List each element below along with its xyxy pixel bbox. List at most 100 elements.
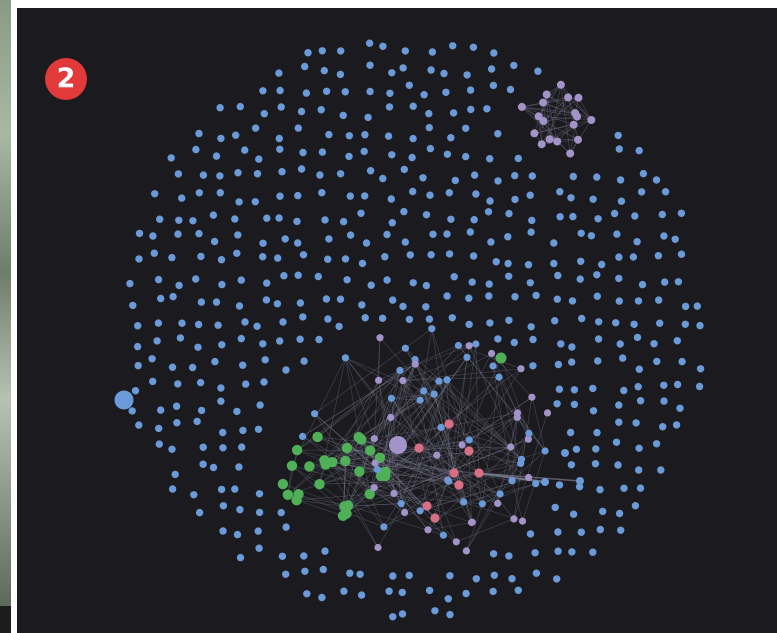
- blue-node: [511, 172, 518, 179]
- purple-node: [570, 121, 578, 129]
- blue-node: [278, 103, 285, 110]
- blue-node: [611, 210, 618, 217]
- blue-node: [672, 236, 679, 243]
- blue-node: [490, 550, 497, 557]
- blue-node: [219, 444, 226, 451]
- blue-node: [323, 295, 330, 302]
- blue-node: [311, 410, 318, 417]
- blue-node: [678, 210, 685, 217]
- blue-node: [175, 217, 182, 224]
- purple-node: [530, 129, 538, 137]
- blue-node: [194, 344, 201, 351]
- blue-node: [276, 135, 283, 142]
- blue-node: [299, 433, 306, 440]
- blue-node: [343, 276, 350, 283]
- purple-node: [424, 526, 431, 533]
- blue-node: [197, 253, 204, 260]
- blue-node: [594, 357, 601, 364]
- blue-node: [337, 71, 344, 78]
- graph-edge: [493, 366, 512, 481]
- blue-node: [568, 548, 575, 555]
- blue-node: [347, 231, 354, 238]
- blue-node: [174, 230, 181, 237]
- blue-node: [157, 295, 164, 302]
- blue-node: [195, 130, 202, 137]
- purple-node: [587, 116, 595, 124]
- network-graph-panel: 2: [17, 8, 777, 633]
- blue-node: [340, 218, 347, 225]
- blue-node: [674, 337, 681, 344]
- purple-node: [510, 515, 517, 522]
- blue-node: [231, 485, 238, 492]
- blue-node: [450, 109, 457, 116]
- blue-node: [238, 443, 245, 450]
- blue-node: [136, 230, 143, 237]
- blue-node: [301, 568, 308, 575]
- blue-node: [263, 279, 270, 286]
- blue-node: [402, 47, 409, 54]
- blue-node: [388, 69, 395, 76]
- blue-node: [259, 253, 266, 260]
- blue-node: [356, 571, 363, 578]
- green-node: [356, 434, 366, 444]
- purple-node: [390, 490, 397, 497]
- blue-node: [489, 362, 496, 369]
- purple-node: [517, 365, 524, 372]
- blue-node: [425, 110, 432, 117]
- blue-node: [213, 152, 220, 159]
- purple-node: [374, 544, 381, 551]
- blue-node: [169, 293, 176, 300]
- blue-node: [337, 47, 344, 54]
- blue-node: [532, 292, 539, 299]
- blue-node: [408, 154, 415, 161]
- blue-node: [466, 436, 473, 443]
- blue-node: [198, 298, 205, 305]
- purple-node: [387, 414, 394, 421]
- blue-node: [337, 170, 344, 177]
- graph-edge: [315, 329, 432, 414]
- blue-node: [399, 610, 406, 617]
- large-purple-node: [389, 436, 407, 454]
- blue-node: [599, 508, 606, 515]
- blue-node: [135, 421, 142, 428]
- green-node: [354, 466, 364, 476]
- blue-node: [300, 552, 307, 559]
- purple-node: [564, 93, 572, 101]
- blue-node: [316, 171, 323, 178]
- blue-node: [238, 276, 245, 283]
- blue-node: [210, 211, 217, 218]
- blue-node: [534, 68, 541, 75]
- blue-node: [324, 256, 331, 263]
- blue-node: [169, 485, 176, 492]
- blue-node: [674, 381, 681, 388]
- blue-node: [340, 112, 347, 119]
- blue-node: [525, 430, 532, 437]
- blue-node: [342, 88, 349, 95]
- blue-node: [568, 358, 575, 365]
- blue-node: [431, 391, 438, 398]
- blue-node: [255, 426, 262, 433]
- blue-node: [389, 296, 396, 303]
- blue-node: [259, 240, 266, 247]
- blue-node: [449, 314, 456, 321]
- blue-node: [361, 148, 368, 155]
- blue-node: [620, 485, 627, 492]
- blue-node: [471, 216, 478, 223]
- blue-node: [557, 340, 564, 347]
- blue-node: [578, 230, 585, 237]
- blue-node: [613, 439, 620, 446]
- blue-node: [303, 590, 310, 597]
- blue-node: [662, 188, 669, 195]
- blue-node: [276, 146, 283, 153]
- blue-node: [256, 401, 263, 408]
- blue-node: [486, 280, 493, 287]
- blue-node: [508, 477, 515, 484]
- purple-node: [539, 99, 547, 107]
- blue-node: [232, 132, 239, 139]
- blue-node: [445, 478, 452, 485]
- blue-node: [661, 278, 668, 285]
- blue-node: [463, 354, 470, 361]
- blue-node: [197, 379, 204, 386]
- blue-node: [155, 276, 162, 283]
- graph-edge: [476, 344, 479, 473]
